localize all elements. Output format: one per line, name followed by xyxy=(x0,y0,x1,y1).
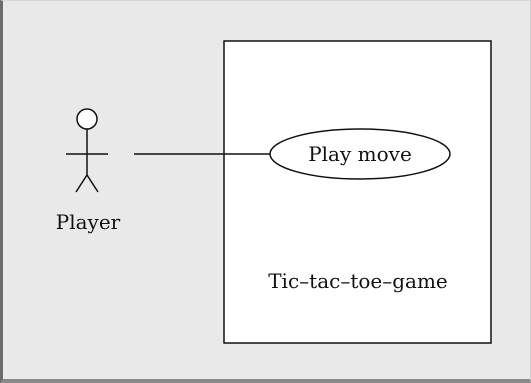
actor-label: Player xyxy=(56,210,121,234)
actor-right-leg xyxy=(86,174,99,193)
actor-head xyxy=(76,108,98,130)
use-case-label: Play move xyxy=(308,142,412,166)
system-boundary xyxy=(223,40,492,344)
system-label: Tic–tac–toe–game xyxy=(268,269,448,293)
actor-left-leg xyxy=(75,174,88,193)
actor-stick-figure xyxy=(66,108,108,193)
use-case-ellipse xyxy=(269,128,451,180)
